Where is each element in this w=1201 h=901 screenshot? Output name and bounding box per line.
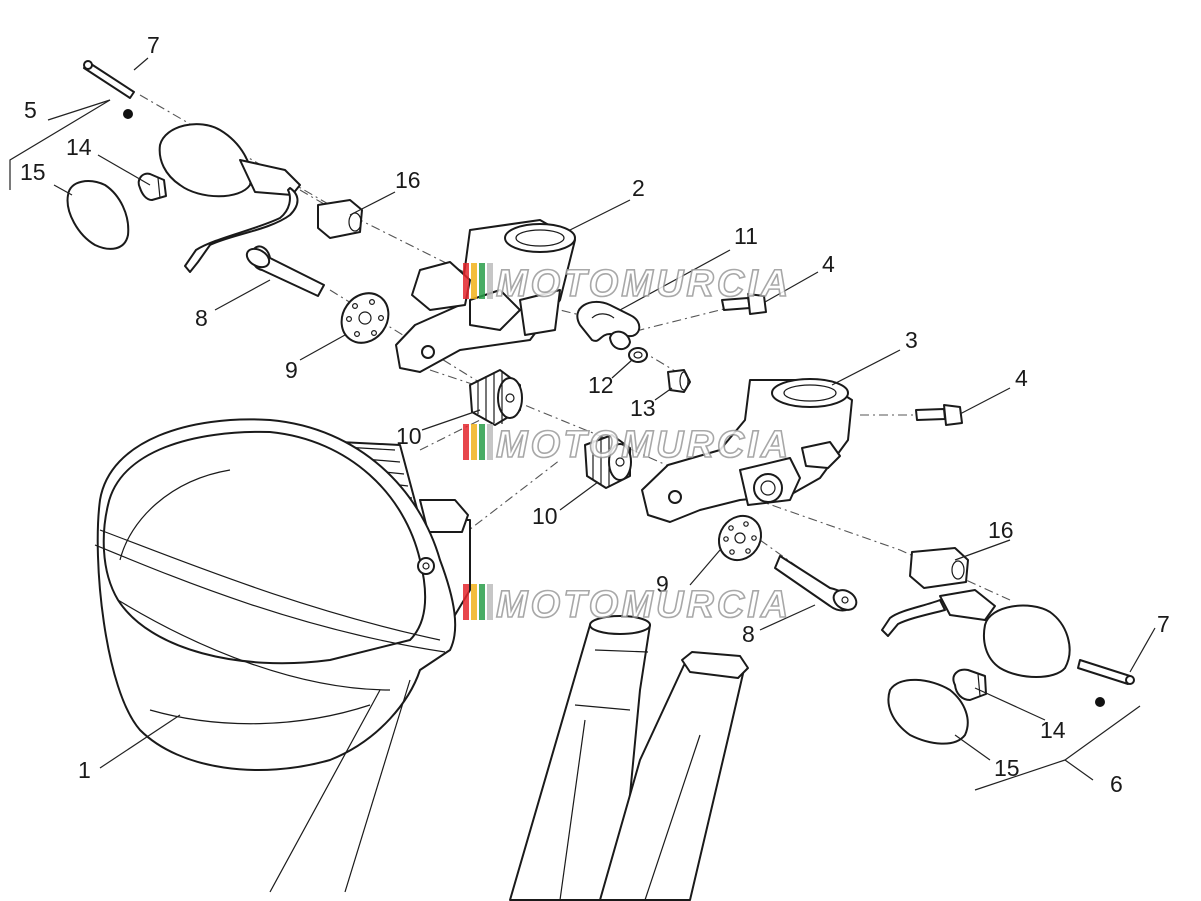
callout-9-lower: 9 <box>656 571 669 597</box>
washer-lower <box>717 514 763 562</box>
callout-16-lower: 16 <box>988 517 1014 543</box>
watermark-stripe-yellow <box>471 424 477 460</box>
callout-8-lower: 8 <box>742 621 755 647</box>
long-bolt-upper <box>245 245 325 297</box>
watermark-stripe-green <box>479 424 485 460</box>
short-bolt-lower <box>915 404 963 426</box>
watermark-stripe-green <box>479 584 485 620</box>
callout-6: 6 <box>1110 771 1123 797</box>
callout-5: 5 <box>24 97 37 123</box>
short-bolt-upper <box>721 293 767 315</box>
watermark-stripe-grey <box>487 263 493 299</box>
right-headlight-bracket <box>641 378 853 523</box>
right-indicator-lens <box>887 678 969 745</box>
long-bolt-lower <box>774 555 858 612</box>
left-turn-indicator <box>83 60 301 273</box>
left-indicator-lens <box>66 180 130 250</box>
cable-clip <box>576 300 641 350</box>
watermark-text: MOTOMURCIA <box>496 584 791 626</box>
cable-sleeve-upper <box>317 199 363 239</box>
callout-7-lower: 7 <box>1157 611 1170 637</box>
watermark-text: MOTOMURCIA <box>496 263 791 305</box>
callout-4-lower: 4 <box>1015 365 1028 391</box>
small-washer <box>628 347 648 363</box>
callout-10-upper: 10 <box>396 423 422 449</box>
callout-14-lower: 14 <box>1040 717 1066 743</box>
watermark-stripe-red <box>463 263 469 299</box>
left-indicator-bulb <box>137 172 167 201</box>
watermark-3: MOTOMURCIA <box>463 583 791 627</box>
watermark-stripe-yellow <box>471 263 477 299</box>
callout-4-upper: 4 <box>822 251 835 277</box>
watermark-stripe-green <box>479 263 485 299</box>
callout-10-lower: 10 <box>532 503 558 529</box>
callout-2: 2 <box>632 175 645 201</box>
left-headlight-bracket <box>395 219 576 373</box>
callout-8-upper: 8 <box>195 305 208 331</box>
right-turn-indicator <box>881 589 1135 707</box>
callout-11: 11 <box>734 223 758 249</box>
cable-sleeve-lower <box>909 547 969 589</box>
watermark-1: MOTOMURCIA <box>463 262 791 306</box>
callout-13: 13 <box>630 395 656 421</box>
callout-14-upper: 14 <box>66 134 92 160</box>
callout-1: 1 <box>78 757 91 783</box>
watermark-stripe-red <box>463 424 469 460</box>
callout-7-upper: 7 <box>147 32 160 58</box>
rubber-damper-lower <box>584 434 632 489</box>
watermark-stripe-grey <box>487 584 493 620</box>
callout-3: 3 <box>905 327 918 353</box>
callout-numbers: 1 2 3 4 4 5 6 7 7 8 8 9 9 10 10 11 12 13… <box>20 32 1170 797</box>
callout-15-upper: 15 <box>20 159 46 185</box>
callout-12: 12 <box>588 372 614 398</box>
right-indicator-bulb <box>952 668 987 701</box>
fork-tubes <box>509 615 749 901</box>
callout-16-upper: 16 <box>395 167 421 193</box>
watermark-stripe-grey <box>487 424 493 460</box>
callout-9-upper: 9 <box>285 357 298 383</box>
washer-upper <box>340 292 390 344</box>
watermark-text: MOTOMURCIA <box>496 424 791 466</box>
callout-15-lower: 15 <box>994 755 1020 781</box>
leader-lines <box>9 57 1156 791</box>
rubber-damper-upper <box>469 369 523 426</box>
headlight-assembly <box>94 418 471 893</box>
watermark-2: MOTOMURCIA <box>463 423 791 467</box>
watermark-stripe-yellow <box>471 584 477 620</box>
watermark-stripe-red <box>463 584 469 620</box>
small-screw <box>667 369 691 393</box>
